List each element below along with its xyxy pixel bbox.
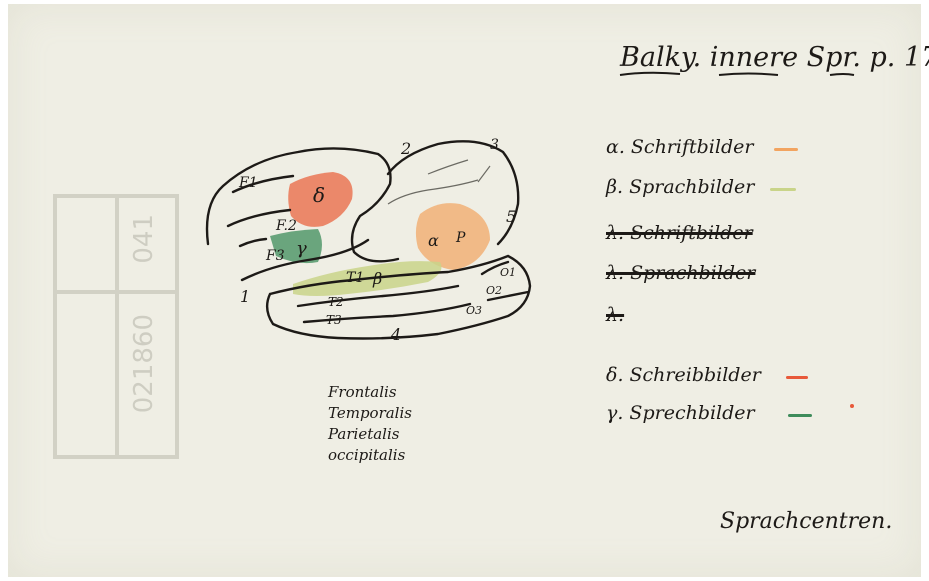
legend-label: γ. Sprechbilder (606, 402, 755, 424)
legend-label: δ. Schreibbilder (606, 364, 761, 386)
red-dot (850, 404, 854, 408)
lobe-list: Frontalis Temporalis Parietalis occipita… (328, 382, 412, 466)
legend-label: β. Sprachbilder (606, 176, 754, 198)
label-delta: δ (313, 183, 325, 207)
label-beta: β (372, 269, 382, 288)
label-alpha: α (428, 231, 439, 250)
label-t3: T3 (326, 313, 342, 327)
label-n1: 1 (240, 287, 250, 306)
frontal-sulcus-3 (240, 239, 266, 246)
signature-text: Sprachcentren. (720, 509, 892, 534)
label-t1: T1 (346, 270, 364, 286)
legend-label: λ. (606, 304, 624, 326)
legend-label: λ. Schriftbilder (606, 222, 753, 244)
label-n5: 5 (506, 207, 516, 226)
label-t2: T2 (328, 295, 344, 309)
label-f2: F.2 (275, 218, 297, 234)
legend-label: λ. Sprachbilder (606, 262, 755, 284)
label-f1: F1 (238, 175, 258, 191)
label-n4: 4 (390, 325, 401, 344)
lobe-parietalis: Parietalis (328, 424, 412, 445)
note-card: 041 021860 Balky. innere Spr. p. 176 (8, 4, 921, 577)
legend-label: α. Schriftbilder (606, 136, 753, 158)
brain-diagram: F1 F.2 F3 γ δ 1 2 3 4 5 T1 β T2 T3 α P O… (8, 4, 921, 577)
legend-swatch-yellowgreen (770, 188, 796, 191)
lobe-temporalis: Temporalis (328, 403, 412, 424)
lobe-occipitalis: occipitalis (328, 445, 412, 466)
label-o1: O1 (500, 266, 516, 279)
legend-swatch-orange (774, 148, 798, 151)
label-o3: O3 (466, 304, 482, 317)
label-gamma: γ (296, 238, 307, 259)
label-n2: 2 (400, 139, 411, 158)
label-n3: 3 (490, 137, 499, 153)
label-p: P (455, 230, 466, 246)
lobe-frontalis: Frontalis (328, 382, 412, 403)
legend-swatch-red (786, 376, 808, 379)
label-o2: O2 (486, 284, 502, 297)
label-f3: F3 (265, 248, 285, 264)
legend-swatch-green (788, 414, 812, 417)
